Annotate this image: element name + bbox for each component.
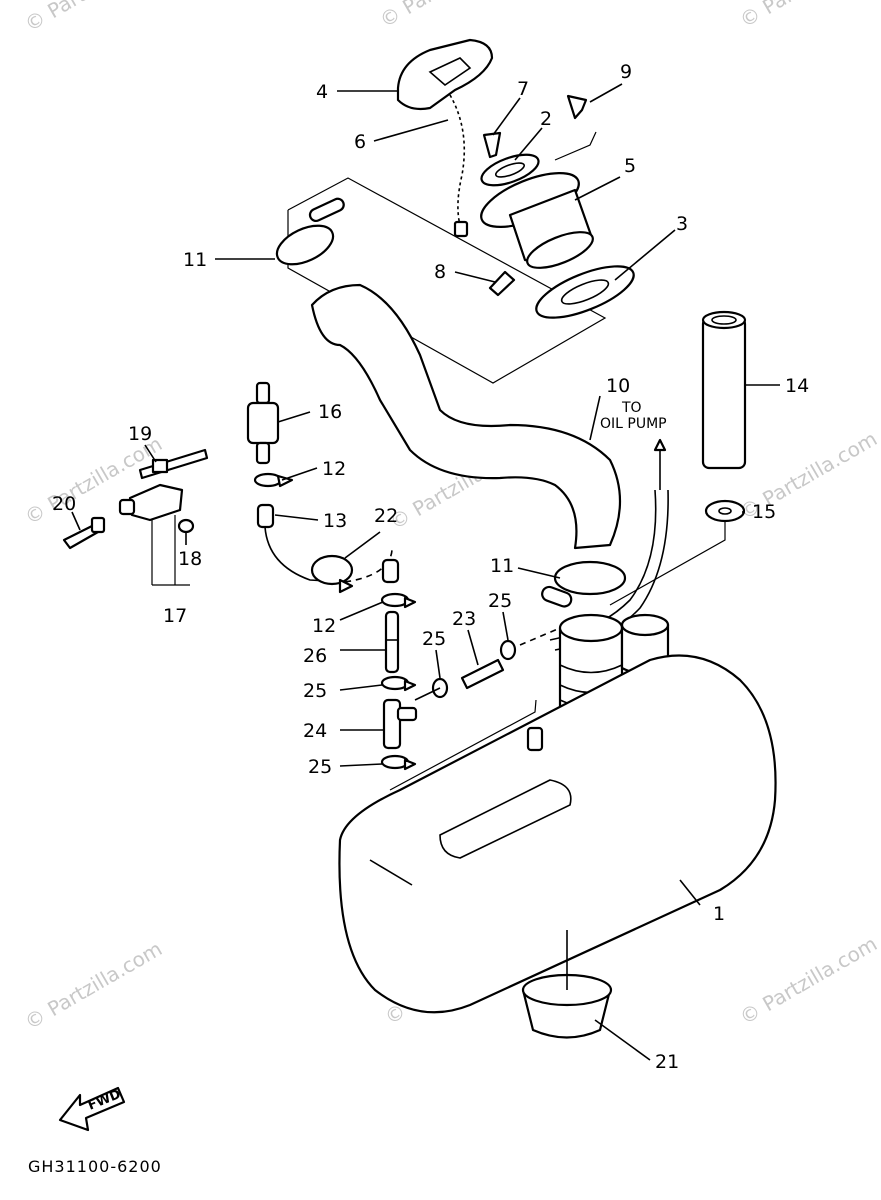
hose-clip-25-a — [380, 675, 417, 692]
callout-20: 20 — [52, 493, 76, 515]
screw-7 — [482, 131, 502, 159]
callout-17: 17 — [163, 605, 187, 627]
fitting-26 — [384, 610, 400, 674]
watermark: © Partzilla.com — [736, 0, 881, 32]
callout-5: 5 — [624, 155, 636, 177]
callout-1: 1 — [713, 903, 725, 925]
callout-12-upper: 12 — [322, 458, 346, 480]
hose-clip-25-d — [499, 639, 517, 661]
callout-6: 6 — [354, 131, 366, 153]
washer-18 — [177, 518, 195, 534]
callout-9: 9 — [620, 61, 632, 83]
oil-tank-cap — [396, 38, 494, 111]
callout-25-b: 25 — [308, 756, 332, 778]
t-fitting-24 — [382, 698, 418, 750]
watermark: © Partzilla.com — [21, 936, 167, 1034]
callout-13: 13 — [323, 510, 347, 532]
hose-clip-22 — [310, 554, 354, 594]
callout-23: 23 — [452, 608, 476, 630]
callout-2: 2 — [540, 108, 552, 130]
forward-direction-arrow: FWD — [58, 1086, 126, 1132]
watermark: © Partzilla.com — [736, 931, 881, 1029]
screw-9 — [566, 94, 588, 120]
filter-16 — [246, 381, 280, 465]
callout-22: 22 — [374, 505, 398, 527]
bracket-17 — [118, 483, 190, 586]
callout-21: 21 — [655, 1051, 679, 1073]
hose-clip-12-lower — [380, 592, 417, 609]
drawing-code: GH31100-6200 — [28, 1157, 162, 1176]
callout-16: 16 — [318, 401, 342, 423]
to-oil-pump-line2: OIL PUMP — [600, 416, 667, 432]
callout-4: 4 — [316, 81, 328, 103]
strainer-14 — [701, 310, 747, 470]
hose-clamp-11-upper — [275, 197, 345, 266]
vent-hose-13 — [256, 503, 400, 584]
watermark: © Partzilla.com — [21, 0, 167, 36]
callout-11-lower: 11 — [490, 555, 514, 577]
callout-15: 15 — [752, 501, 776, 523]
callout-18: 18 — [178, 548, 202, 570]
hose-clamp-11-lower — [541, 560, 627, 608]
callout-3: 3 — [676, 213, 688, 235]
callout-19: 19 — [128, 423, 152, 445]
watermark: © Partzilla.com — [376, 0, 522, 32]
bolt-20 — [62, 516, 106, 550]
filler-neck — [480, 172, 594, 269]
oil-tank-1 — [338, 654, 777, 1014]
to-oil-pump-line1: TO — [621, 400, 642, 416]
assembly-outline — [287, 131, 726, 791]
oil-hose-10 — [310, 283, 622, 550]
callout-10: 10 — [606, 375, 630, 397]
hose-connection-dashes — [414, 627, 561, 701]
callout-25-d: 25 — [488, 590, 512, 612]
callout-11-upper: 11 — [183, 249, 207, 271]
fitting-23 — [460, 658, 505, 690]
callout-7: 7 — [517, 78, 529, 100]
callout-25-c: 25 — [422, 628, 446, 650]
callout-12-lower: 12 — [312, 615, 336, 637]
callout-26: 26 — [303, 645, 327, 667]
cap-chain — [449, 94, 469, 238]
leader-lines — [71, 83, 780, 1061]
callout-24: 24 — [303, 720, 327, 742]
bolt-8 — [488, 270, 516, 297]
gasket-2 — [480, 153, 540, 187]
gasket-3 — [535, 265, 635, 319]
drain-cap-21 — [521, 930, 613, 1039]
grommet-15 — [704, 499, 746, 523]
hose-clip-25-b — [380, 754, 417, 771]
hose-clip-12-upper — [253, 472, 294, 488]
tank-drain-spud — [526, 726, 544, 752]
callout-numbers: 4 6 7 2 9 5 3 8 11 10 TO OIL PUMP 14 16 … — [52, 61, 809, 1073]
callout-8: 8 — [434, 261, 446, 283]
callout-25-a: 25 — [303, 680, 327, 702]
callout-14: 14 — [785, 375, 809, 397]
band-19 — [138, 448, 209, 480]
